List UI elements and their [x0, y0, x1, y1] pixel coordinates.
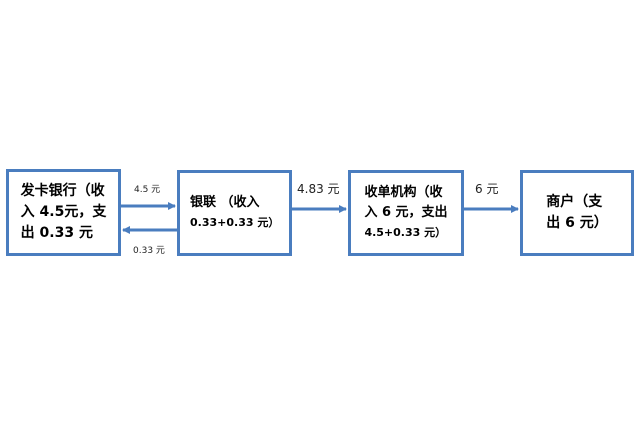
label-unionpay-to-issuer: 0.33 元 [133, 246, 165, 256]
issuer-line-1: 发卡银行（收 [20, 183, 105, 199]
issuer-line-2: 入 4.5元，支 [20, 204, 107, 220]
unionpay-line-2: 0.33+0.33 元） [190, 216, 280, 229]
issuer-line-3: 出 0.33 元 [20, 225, 93, 241]
acquirer-line-3: 4.5+0.33 元） [364, 226, 447, 239]
unionpay-line-1: 银联 （收入 [190, 195, 260, 210]
merchant-line-2: 出 6 元） [546, 215, 608, 231]
acquirer-box: 收单机构（收 入 6 元，支出 4.5+0.33 元） [348, 170, 464, 256]
label-unionpay-to-acquirer: 4.83 元 [297, 182, 340, 196]
merchant-box: 商户（支 出 6 元） [520, 170, 634, 256]
label-issuer-to-unionpay: 4.5 元 [134, 185, 161, 195]
label-acquirer-to-merchant: 6 元 [475, 182, 499, 196]
acquirer-line-2: 入 6 元，支出 [364, 205, 448, 220]
issuer-bank-box: 发卡银行（收 入 4.5元，支 出 0.33 元 [6, 169, 121, 256]
unionpay-box: 银联 （收入 0.33+0.33 元） [177, 170, 292, 256]
acquirer-line-1: 收单机构（收 [364, 185, 443, 200]
merchant-line-1: 商户（支 [546, 194, 603, 210]
